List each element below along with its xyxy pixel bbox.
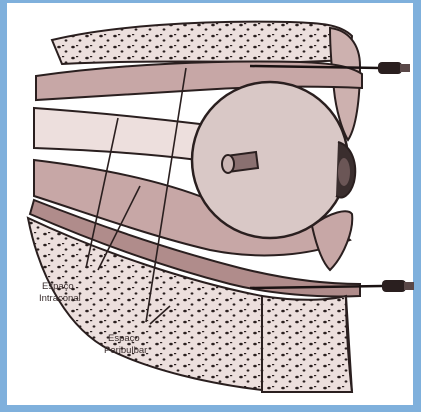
intraconal-label-line2: Intraconal [39, 293, 81, 304]
peribulbar-label-line2: Peribulbar [104, 345, 147, 356]
intraconal-label-line1: Espaço [42, 281, 74, 292]
peribulbar-label-line1: Espaço [108, 333, 140, 344]
